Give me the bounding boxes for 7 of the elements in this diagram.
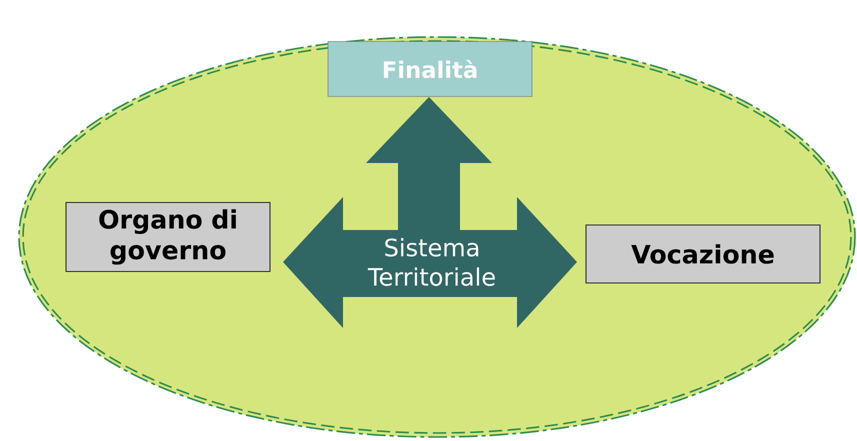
arrow-text: Sistema Territoriale [368,238,495,286]
label-box: Organo di governo [65,202,271,272]
label-box: Finalità [328,41,532,97]
block-arrow [366,97,492,297]
block-arrow [459,197,577,328]
block-arrow [283,197,399,328]
label-box: Vocazione [585,224,821,284]
